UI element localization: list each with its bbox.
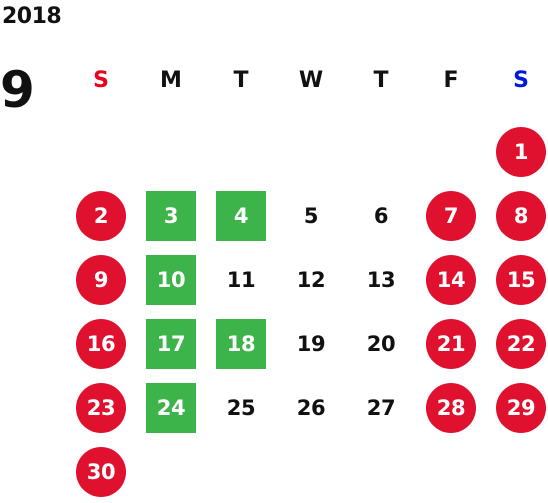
day-cell-22[interactable]: 22 <box>486 312 548 376</box>
day-number: 1 <box>496 127 546 177</box>
day-number: 27 <box>366 396 396 420</box>
day-cell-28[interactable]: 28 <box>416 376 486 440</box>
weekday-header-3: W <box>298 68 324 93</box>
day-number: 6 <box>373 204 389 228</box>
day-number: 22 <box>496 319 546 369</box>
day-number: 18 <box>216 319 266 369</box>
day-cell-18[interactable]: 18 <box>206 312 276 376</box>
day-cell-19[interactable]: 19 <box>276 312 346 376</box>
day-cell-17[interactable]: 17 <box>136 312 206 376</box>
day-number: 3 <box>146 191 196 241</box>
day-cell-26[interactable]: 26 <box>276 376 346 440</box>
day-number: 9 <box>76 255 126 305</box>
day-number: 8 <box>496 191 546 241</box>
day-number: 12 <box>296 268 326 292</box>
day-number: 11 <box>226 268 256 292</box>
day-cell-30[interactable]: 30 <box>66 440 136 503</box>
day-cell-11[interactable]: 11 <box>206 248 276 312</box>
day-number: 29 <box>496 383 546 433</box>
day-cell-9[interactable]: 9 <box>66 248 136 312</box>
weekday-header-5: F <box>443 68 459 93</box>
day-number: 26 <box>296 396 326 420</box>
day-cell-7[interactable]: 7 <box>416 184 486 248</box>
weekday-header-2: T <box>233 68 249 93</box>
day-cell-12[interactable]: 12 <box>276 248 346 312</box>
day-number: 16 <box>76 319 126 369</box>
day-number: 7 <box>426 191 476 241</box>
day-cell-15[interactable]: 15 <box>486 248 548 312</box>
day-cell-29[interactable]: 29 <box>486 376 548 440</box>
weekday-header-1: M <box>160 68 182 93</box>
day-number: 4 <box>216 191 266 241</box>
day-number: 17 <box>146 319 196 369</box>
day-cell-25[interactable]: 25 <box>206 376 276 440</box>
day-number: 13 <box>366 268 396 292</box>
day-cell-24[interactable]: 24 <box>136 376 206 440</box>
day-cell-5[interactable]: 5 <box>276 184 346 248</box>
day-cell-23[interactable]: 23 <box>66 376 136 440</box>
day-number: 19 <box>296 332 326 356</box>
day-number: 2 <box>76 191 126 241</box>
day-cell-6[interactable]: 6 <box>346 184 416 248</box>
day-number: 10 <box>146 255 196 305</box>
day-cell-27[interactable]: 27 <box>346 376 416 440</box>
weekday-header-6: S <box>513 68 529 93</box>
day-number: 14 <box>426 255 476 305</box>
day-number: 15 <box>496 255 546 305</box>
weekday-header-0: S <box>93 68 109 93</box>
day-cell-3[interactable]: 3 <box>136 184 206 248</box>
day-number: 30 <box>76 447 126 497</box>
day-cell-13[interactable]: 13 <box>346 248 416 312</box>
day-number: 5 <box>303 204 319 228</box>
day-cell-10[interactable]: 10 <box>136 248 206 312</box>
day-cell-8[interactable]: 8 <box>486 184 548 248</box>
day-number: 20 <box>366 332 396 356</box>
day-number: 24 <box>146 383 196 433</box>
day-cell-2[interactable]: 2 <box>66 184 136 248</box>
day-cell-21[interactable]: 21 <box>416 312 486 376</box>
day-cell-14[interactable]: 14 <box>416 248 486 312</box>
day-cell-20[interactable]: 20 <box>346 312 416 376</box>
day-number: 25 <box>226 396 256 420</box>
day-cell-4[interactable]: 4 <box>206 184 276 248</box>
day-cell-16[interactable]: 16 <box>66 312 136 376</box>
year-label: 2018 <box>2 4 62 29</box>
day-number: 21 <box>426 319 476 369</box>
day-number: 28 <box>426 383 476 433</box>
day-cell-1[interactable]: 1 <box>486 120 548 184</box>
month-number: 9 <box>0 61 35 119</box>
weekday-header-4: T <box>373 68 389 93</box>
day-number: 23 <box>76 383 126 433</box>
